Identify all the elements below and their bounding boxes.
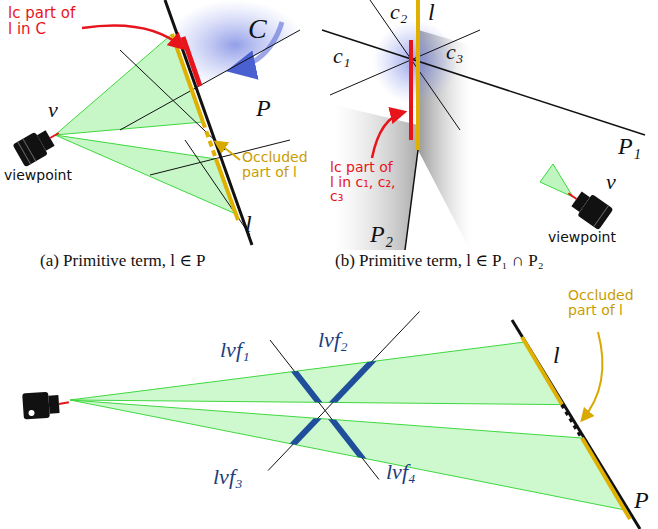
segment-name: lvf₂ bbox=[318, 328, 348, 351]
occluded-segment bbox=[562, 405, 582, 438]
cell-glow bbox=[373, 20, 457, 104]
segment-l bbox=[522, 337, 562, 405]
cell-line bbox=[330, 30, 480, 95]
segment-name: lvf₃ bbox=[213, 465, 243, 488]
occluded-segment bbox=[203, 122, 216, 159]
callout-arrow bbox=[216, 142, 240, 160]
plane-line bbox=[165, 0, 252, 245]
segment-l bbox=[216, 159, 238, 220]
face-segment bbox=[268, 312, 420, 471]
camera-icon bbox=[22, 390, 70, 419]
panel-c bbox=[22, 312, 640, 529]
callout-label: Occluded part of l bbox=[568, 288, 652, 317]
plane-name: P bbox=[634, 488, 649, 513]
figure-part bbox=[568, 193, 576, 199]
segment-l bbox=[582, 438, 630, 519]
segment-lc bbox=[183, 37, 200, 86]
figure-part bbox=[18, 142, 31, 165]
cell-name: c₁ bbox=[333, 44, 350, 67]
viewpoint-symbol: v bbox=[606, 170, 616, 193]
figure-part bbox=[594, 206, 609, 227]
figure-part bbox=[23, 139, 36, 162]
plane-name: P₁ bbox=[618, 134, 641, 159]
segment-name: l bbox=[245, 212, 252, 237]
callout-arrow bbox=[372, 112, 404, 158]
callout-arrow bbox=[82, 26, 183, 49]
plane-name: P₂ bbox=[370, 222, 393, 247]
segment-lc bbox=[409, 40, 413, 140]
figure-part bbox=[48, 395, 59, 414]
subfigure-caption: (b) Primitive term, l ∈ P₁ ∩ P₂ bbox=[335, 252, 544, 270]
figure-part bbox=[50, 133, 59, 138]
cell-name: c₃ bbox=[446, 40, 463, 63]
camera-icon bbox=[561, 183, 614, 231]
viewpoint-label: viewpoint bbox=[4, 168, 72, 183]
cell-name: c₂ bbox=[390, 0, 407, 23]
callout-label: lc part of l in C bbox=[8, 6, 84, 38]
callout-arrow bbox=[582, 332, 602, 420]
figure-part bbox=[37, 130, 55, 151]
callout-label: Occluded part of l bbox=[242, 150, 314, 179]
segment-name: lvf₁ bbox=[220, 338, 250, 361]
figure-part bbox=[59, 402, 69, 404]
cell-line bbox=[268, 312, 420, 471]
cell-line bbox=[185, 140, 250, 235]
view-cone bbox=[55, 34, 203, 135]
cell-line bbox=[270, 340, 379, 480]
plane-line bbox=[405, 150, 418, 250]
panel-b bbox=[322, 0, 645, 250]
plane-line bbox=[512, 320, 640, 529]
subfigure-caption: (a) Primitive term, l ∈ P bbox=[40, 252, 206, 270]
face-segment bbox=[270, 340, 379, 480]
segment-name: l bbox=[553, 343, 560, 368]
panel-a bbox=[12, 0, 305, 245]
view-cone bbox=[540, 164, 573, 197]
segment-name: lvf₄ bbox=[386, 460, 416, 483]
viewpoint-label: viewpoint bbox=[548, 230, 616, 245]
segment-l bbox=[172, 34, 203, 122]
segment-l bbox=[416, 0, 420, 150]
figure-part bbox=[22, 392, 50, 420]
cell-name: C bbox=[248, 14, 267, 43]
camera-icon bbox=[12, 122, 65, 168]
cell-line bbox=[370, 0, 460, 130]
figure-part bbox=[28, 410, 34, 416]
plane-line bbox=[322, 30, 645, 135]
callout-label: lc part of l in c₁, c₂, c₃ bbox=[330, 160, 400, 204]
figure-part bbox=[571, 192, 590, 212]
view-cone bbox=[70, 400, 625, 510]
viewpoint-symbol: v bbox=[48, 98, 58, 121]
visible-face-segments bbox=[268, 312, 420, 480]
segment-name: l bbox=[428, 0, 435, 25]
cell-line bbox=[120, 30, 300, 130]
plane-name: P bbox=[256, 96, 271, 121]
